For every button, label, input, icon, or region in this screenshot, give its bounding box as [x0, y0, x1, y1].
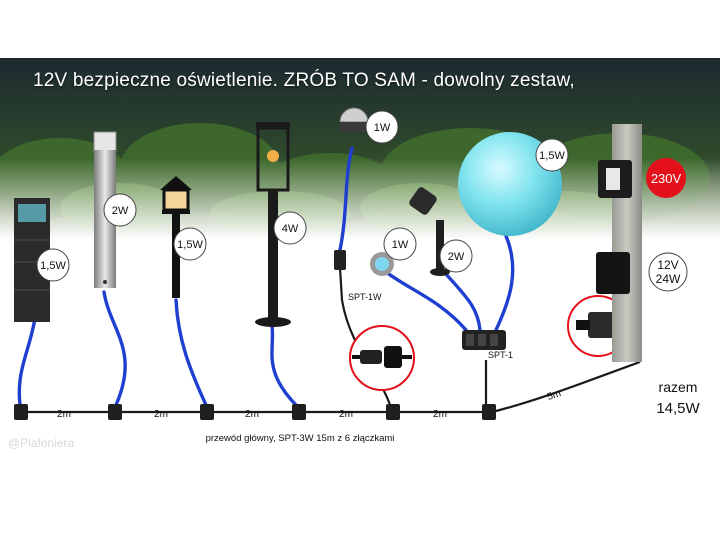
main-cable-line	[20, 267, 641, 414]
segment-length-6: 5m	[546, 388, 563, 403]
spot-round-lamp	[339, 107, 369, 132]
spotlight-lamp	[409, 187, 450, 276]
total-box: razem 14,5W	[656, 379, 700, 417]
svg-text:2W: 2W	[448, 251, 465, 263]
badge-spotlight: 2W	[439, 239, 473, 273]
transformer-post	[596, 124, 642, 362]
svg-text:2W: 2W	[112, 205, 129, 217]
label-spt1w: SPT-1W	[348, 292, 382, 302]
main-cable-caption: przewód główny, SPT-3W 15m z 6 złączkami	[206, 433, 395, 444]
svg-text:1,5W: 1,5W	[177, 239, 203, 251]
svg-text:14,5W: 14,5W	[656, 400, 700, 417]
watermark: @Plafoniera	[8, 436, 75, 450]
cable-connectors	[14, 404, 496, 420]
svg-text:1W: 1W	[374, 122, 391, 134]
label-spt1: SPT-1	[488, 350, 513, 360]
badge-lantern-small: 1,5W	[173, 227, 207, 261]
lantern-small-lamp	[160, 176, 192, 298]
badge-ground-spot: 1W	[383, 227, 417, 261]
ground-spot-lamp	[370, 252, 394, 276]
segment-length-2: 2m	[154, 409, 168, 420]
svg-text:4W: 4W	[282, 223, 299, 235]
badge-bollard-dark: 1,5W	[36, 248, 70, 282]
svg-text:1,5W: 1,5W	[40, 260, 66, 272]
svg-text:24W: 24W	[656, 272, 681, 286]
connector-zoom-circle	[349, 325, 415, 391]
segment-length-5: 2m	[433, 409, 447, 420]
svg-text:1,5W: 1,5W	[539, 150, 565, 162]
svg-text:230V: 230V	[651, 171, 682, 186]
lantern-tall-lamp	[255, 122, 291, 327]
badge-transformer-output: 12V 24W	[648, 252, 688, 292]
svg-text:12V: 12V	[657, 258, 678, 272]
badge-bollard-steel: 2W	[103, 193, 137, 227]
svg-text:1W: 1W	[392, 239, 409, 251]
garden-background	[0, 58, 720, 240]
segment-length-1: 2m	[57, 409, 71, 420]
blue-cables	[17, 146, 515, 407]
spt1-splitter	[462, 330, 506, 350]
badge-sphere: 1,5W	[535, 138, 569, 172]
svg-text:razem: razem	[659, 379, 698, 395]
segment-length-4: 2m	[339, 409, 353, 420]
segment-length-3: 2m	[245, 409, 259, 420]
badge-lantern-tall: 4W	[273, 211, 307, 245]
spt1w-connector	[334, 250, 346, 270]
page-title: 12V bezpieczne oświetlenie. ZRÓB TO SAM …	[33, 70, 575, 91]
badge-spot-round: 1W	[365, 110, 399, 144]
badge-transformer-input: 230V	[646, 158, 686, 198]
bollard-steel-lamp	[93, 131, 117, 288]
